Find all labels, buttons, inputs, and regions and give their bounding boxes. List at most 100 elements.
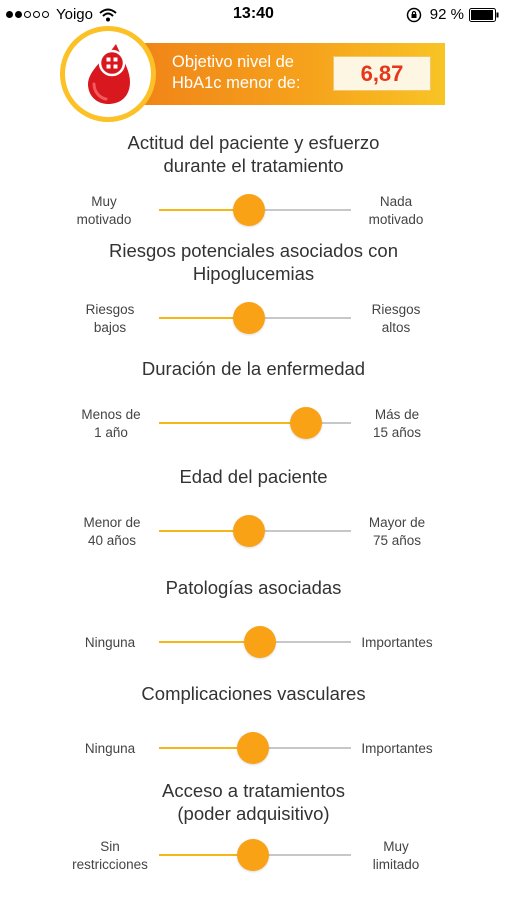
- disease-duration-min-label-line1: Menos de: [81, 407, 141, 422]
- status-left: Yoigo: [6, 6, 117, 23]
- patient-attitude-title-line2: durante el tratamiento: [163, 155, 344, 176]
- treatment-access-slider[interactable]: [159, 839, 351, 871]
- hba1c-target-label-line2: HbA1c menor de:: [172, 74, 301, 92]
- hypoglycemia-risk-track-rest: [248, 317, 351, 319]
- vascular-complications-max-label: Importantes: [352, 740, 442, 758]
- disease-duration-max-label-line2: 15 años: [372, 425, 422, 440]
- treatment-access-min-label-line1: Sin: [100, 839, 120, 854]
- signal-dot: [42, 11, 49, 18]
- patient-age-title-line1: Edad del paciente: [179, 466, 328, 487]
- signal-dot: [6, 11, 13, 18]
- patient-age-min-label-line1: Menor de: [83, 515, 141, 530]
- patient-attitude-max-label-line2: motivado: [368, 212, 424, 227]
- hypoglycemia-risk-track-fill: [159, 317, 249, 319]
- treatment-access-track-rest: [253, 854, 351, 856]
- disease-duration-slider[interactable]: [159, 407, 351, 439]
- disease-duration-min-label-line2: 1 año: [94, 425, 128, 440]
- hypoglycemia-risk-max-label-line1: Riesgos: [371, 302, 421, 317]
- signal-strength-icon: [6, 11, 51, 18]
- patient-age-max-label-line1: Mayor de: [368, 515, 426, 530]
- associated-pathologies-track-rest: [259, 641, 351, 643]
- hypoglycemia-risk-slider[interactable]: [159, 302, 351, 334]
- rotation-lock-icon: [406, 7, 422, 22]
- blood-drop-icon: [88, 44, 130, 104]
- hypoglycemia-risk-min-label-line1: Riesgos: [85, 302, 135, 317]
- vascular-complications-title-line1: Complicaciones vasculares: [141, 683, 366, 704]
- hba1c-target-banner: Objetivo nivel de HbA1c menor de: 6,87: [138, 43, 445, 105]
- hypoglycemia-risk-title-line1: Riesgos potenciales asociados con: [109, 240, 398, 261]
- hba1c-target-value: 6,87: [333, 56, 431, 91]
- signal-dot: [24, 11, 31, 18]
- hba1c-target-label-line1: Objetivo nivel de: [172, 53, 294, 71]
- patient-attitude-max-label: Nada motivado: [356, 193, 436, 229]
- hypoglycemia-risk-max-label-line2: altos: [381, 320, 411, 335]
- patient-attitude-slider[interactable]: [159, 194, 351, 226]
- associated-pathologies-slider[interactable]: [159, 626, 351, 658]
- signal-dot: [15, 11, 22, 18]
- treatment-access-track-fill: [159, 854, 254, 856]
- vascular-complications-slider[interactable]: [159, 732, 351, 764]
- treatment-access-slider-thumb[interactable]: [237, 839, 270, 871]
- treatment-access-min-label: Sin restricciones: [58, 838, 162, 874]
- battery-icon: [469, 7, 499, 22]
- hypoglycemia-risk-slider-thumb[interactable]: [232, 302, 265, 334]
- associated-pathologies-max-label-line1: Importantes: [361, 635, 433, 650]
- vascular-complications-track-rest: [253, 747, 351, 749]
- disease-duration-max-label: Más de 15 años: [357, 406, 437, 442]
- status-bar: Yoigo 13:40 92 %: [0, 0, 507, 30]
- associated-pathologies-max-label: Importantes: [352, 634, 442, 652]
- disease-duration-track-rest: [306, 422, 351, 424]
- hypoglycemia-risk-min-label-line2: bajos: [93, 320, 127, 335]
- associated-pathologies-title: Patologías asociadas: [0, 576, 507, 599]
- patient-age-max-label-line2: 75 años: [372, 533, 422, 548]
- patient-attitude-min-label-line1: Muy: [91, 194, 117, 209]
- patient-age-track-rest: [248, 530, 351, 532]
- treatment-access-max-label-line2: limitado: [372, 857, 420, 872]
- patient-attitude-max-label-line1: Nada: [379, 194, 413, 209]
- patient-age-slider-thumb[interactable]: [232, 515, 265, 547]
- vascular-complications-title: Complicaciones vasculares: [0, 682, 507, 705]
- treatment-access-max-label: Muy limitado: [360, 838, 432, 874]
- hba1c-target-label: Objetivo nivel de HbA1c menor de:: [172, 52, 302, 94]
- vascular-complications-min-label: Ninguna: [70, 740, 150, 758]
- vascular-complications-track-fill: [159, 747, 254, 749]
- patient-age-max-label: Mayor de 75 años: [357, 514, 437, 550]
- patient-attitude-track-fill: [159, 209, 249, 211]
- associated-pathologies-slider-thumb[interactable]: [243, 626, 276, 658]
- carrier-name: Yoigo: [56, 6, 93, 23]
- hypoglycemia-risk-min-label: Riesgos bajos: [75, 301, 145, 337]
- disease-duration-title: Duración de la enfermedad: [0, 357, 507, 380]
- treatment-access-title: Acceso a tratamientos(poder adquisitivo): [0, 779, 507, 825]
- patient-age-min-label-line2: 40 años: [87, 533, 137, 548]
- app-logo: [60, 26, 156, 122]
- associated-pathologies-track-fill: [159, 641, 260, 643]
- disease-duration-min-label: Menos de 1 año: [70, 406, 152, 442]
- hypoglycemia-risk-max-label: Riesgos altos: [360, 301, 432, 337]
- associated-pathologies-min-label-line1: Ninguna: [84, 635, 136, 650]
- disease-duration-track-fill: [159, 422, 307, 424]
- signal-dot: [33, 11, 40, 18]
- patient-attitude-track-rest: [248, 209, 351, 211]
- patient-attitude-title-line1: Actitud del paciente y esfuerzo: [127, 132, 380, 153]
- vascular-complications-max-label-line1: Importantes: [361, 741, 433, 756]
- disease-duration-max-label-line1: Más de: [374, 407, 420, 422]
- treatment-access-max-label-line1: Muy: [383, 839, 409, 854]
- associated-pathologies-min-label: Ninguna: [70, 634, 150, 652]
- associated-pathologies-title-line1: Patologías asociadas: [165, 577, 342, 598]
- vascular-complications-slider-thumb[interactable]: [237, 732, 270, 764]
- patient-attitude-min-label-line2: motivado: [76, 212, 132, 227]
- treatment-access-title-line1: Acceso a tratamientos: [161, 780, 346, 801]
- vascular-complications-min-label-line1: Ninguna: [84, 741, 136, 756]
- disease-duration-title-line1: Duración de la enfermedad: [141, 358, 366, 379]
- wifi-icon: [99, 8, 117, 21]
- patient-age-track-fill: [159, 530, 249, 532]
- treatment-access-title-line2: (poder adquisitivo): [177, 803, 330, 824]
- treatment-access-min-label-line2: restricciones: [72, 857, 148, 872]
- disease-duration-slider-thumb[interactable]: [290, 407, 323, 439]
- battery-percent: 92 %: [429, 6, 464, 23]
- patient-age-slider[interactable]: [159, 515, 351, 547]
- patient-attitude-slider-thumb[interactable]: [232, 194, 265, 226]
- patient-age-min-label: Menor de 40 años: [72, 514, 152, 550]
